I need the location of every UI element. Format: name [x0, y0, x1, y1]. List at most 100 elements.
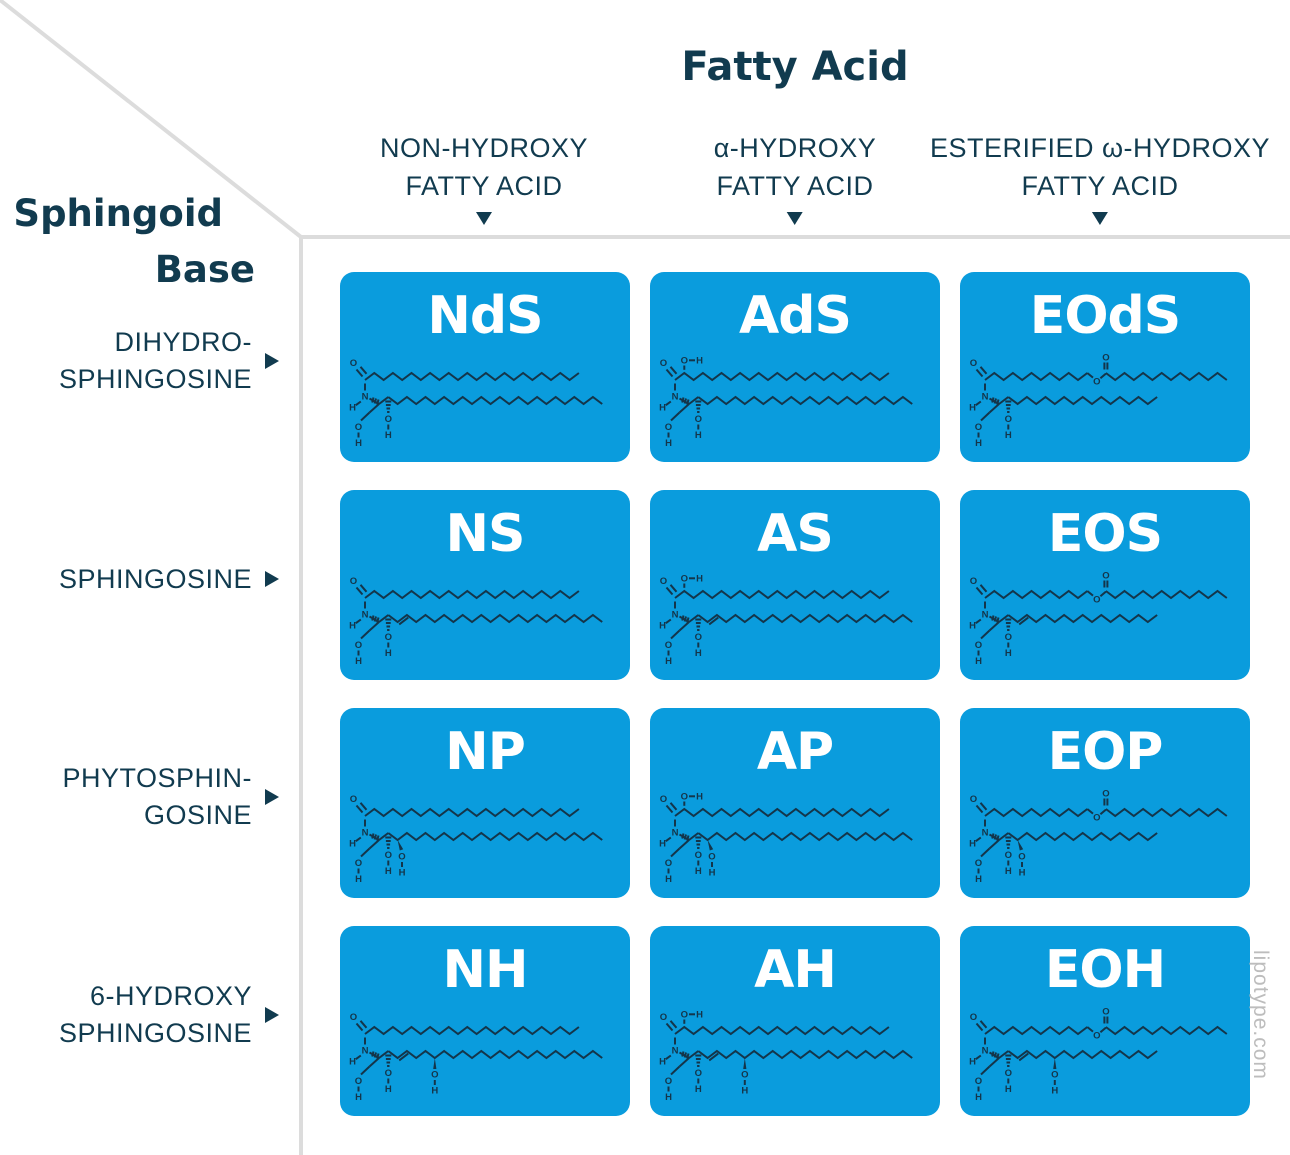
svg-text:O: O — [1093, 377, 1100, 388]
arrow-down-icon — [787, 212, 803, 225]
svg-text:O: O — [398, 852, 405, 863]
svg-text:N: N — [672, 828, 679, 839]
arrow-right-icon — [265, 353, 279, 369]
svg-text:H: H — [969, 403, 976, 414]
svg-text:H: H — [695, 430, 702, 441]
svg-text:O: O — [695, 414, 702, 425]
card-code-label: EOH — [1044, 940, 1166, 1000]
card-code-label: EOdS — [1029, 286, 1181, 346]
svg-text:N: N — [672, 610, 679, 621]
svg-text:H: H — [696, 792, 703, 803]
card-code-label: AS — [757, 504, 834, 564]
svg-text:H: H — [385, 1084, 392, 1095]
row-label-line: GOSINE — [143, 800, 252, 830]
svg-text:O: O — [1093, 595, 1100, 606]
svg-text:O: O — [970, 1012, 977, 1023]
fatty-acid-axis-title: Fatty Acid — [681, 44, 909, 90]
svg-text:H: H — [659, 403, 666, 414]
card-code-label: EOS — [1047, 504, 1163, 564]
svg-text:O: O — [665, 858, 672, 869]
row-label-0: DIHYDRO-SPHINGOSINE — [59, 324, 252, 398]
svg-text:N: N — [362, 828, 369, 839]
watermark-lipotype: lipotype.com — [1249, 950, 1272, 1080]
axis-divider-diagonal — [0, 0, 303, 239]
svg-text:H: H — [665, 656, 672, 667]
svg-text:O: O — [350, 794, 357, 805]
svg-text:O: O — [681, 792, 688, 803]
svg-text:H: H — [969, 839, 976, 850]
svg-text:O: O — [350, 1012, 357, 1023]
svg-text:H: H — [1005, 430, 1012, 441]
svg-text:O: O — [970, 576, 977, 587]
svg-text:N: N — [362, 610, 369, 621]
column-header-line2: FATTY ACID — [716, 171, 874, 201]
svg-text:N: N — [982, 828, 989, 839]
svg-text:H: H — [975, 1092, 982, 1103]
svg-text:O: O — [741, 1070, 748, 1081]
svg-text:H: H — [1005, 648, 1012, 659]
svg-text:O: O — [695, 850, 702, 861]
svg-text:H: H — [665, 874, 672, 885]
svg-text:H: H — [355, 1092, 362, 1103]
svg-text:O: O — [975, 1076, 982, 1087]
svg-text:O: O — [660, 358, 667, 369]
svg-text:O: O — [660, 1012, 667, 1023]
card-code-label: NdS — [427, 286, 543, 346]
column-header-line2: FATTY ACID — [405, 171, 563, 201]
card-code-label: NP — [445, 722, 526, 782]
svg-text:H: H — [696, 1010, 703, 1021]
svg-text:O: O — [681, 1010, 688, 1021]
svg-text:O: O — [355, 422, 362, 433]
svg-text:O: O — [1093, 1031, 1100, 1042]
grid-horizontal-line — [299, 235, 1290, 239]
svg-text:O: O — [708, 852, 715, 863]
svg-text:O: O — [970, 794, 977, 805]
svg-text:H: H — [385, 866, 392, 877]
svg-text:O: O — [350, 358, 357, 369]
svg-text:O: O — [975, 422, 982, 433]
svg-text:H: H — [696, 574, 703, 585]
svg-text:O: O — [665, 1076, 672, 1087]
svg-text:H: H — [975, 874, 982, 885]
column-header-line2: FATTY ACID — [1021, 171, 1179, 201]
svg-text:O: O — [1102, 790, 1109, 800]
svg-text:O: O — [385, 632, 392, 643]
svg-text:H: H — [695, 1084, 702, 1095]
svg-text:O: O — [385, 414, 392, 425]
svg-text:H: H — [695, 866, 702, 877]
svg-text:H: H — [696, 356, 703, 367]
card-code-label: AH — [754, 940, 837, 1000]
svg-text:N: N — [362, 392, 369, 403]
sphingoid-base-axis-title-line1: Sphingoid — [13, 192, 223, 235]
row-label-2: PHYTOSPHIN-GOSINE — [62, 760, 252, 834]
svg-text:O: O — [385, 1068, 392, 1079]
row-label-line: SPHINGOSINE — [58, 1018, 252, 1048]
svg-text:O: O — [1005, 1068, 1012, 1079]
card-code-label: NS — [445, 504, 526, 564]
svg-text:H: H — [665, 438, 672, 449]
svg-text:H: H — [969, 1057, 976, 1068]
svg-text:H: H — [665, 1092, 672, 1103]
svg-text:N: N — [362, 1046, 369, 1057]
svg-text:O: O — [431, 1070, 438, 1081]
card-code-label: AP — [756, 722, 834, 782]
svg-text:H: H — [659, 621, 666, 632]
card-code-label: NH — [442, 940, 528, 1000]
svg-text:O: O — [1018, 852, 1025, 863]
